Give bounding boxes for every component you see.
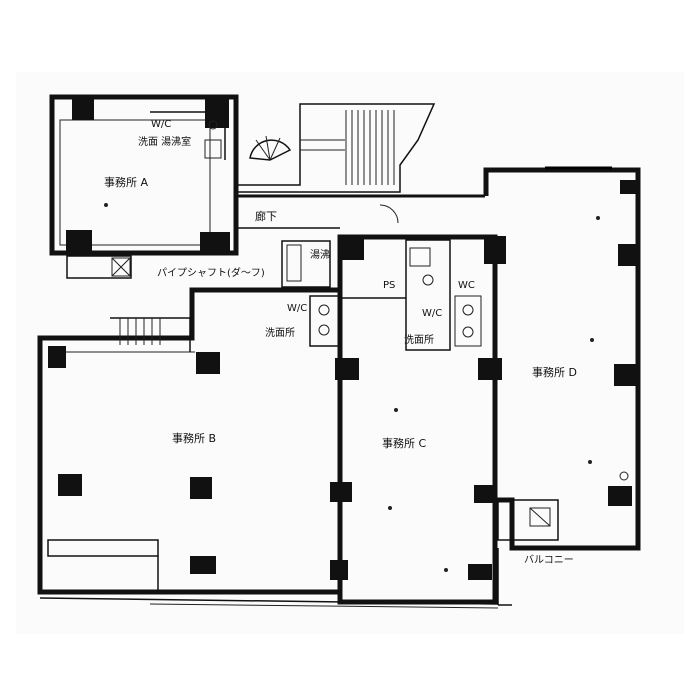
storage-cross: [111, 257, 131, 277]
storage-below-a: [66, 255, 132, 279]
wc-b-label: W/C: [287, 303, 307, 314]
fixture: [204, 139, 222, 159]
kettle-label: 湯沸: [310, 248, 330, 261]
storage-box: [66, 255, 132, 279]
corridor: 廊下: [236, 194, 485, 229]
column: [200, 232, 230, 254]
ps-label: PS: [383, 280, 395, 291]
office-a-walls: [49, 94, 239, 256]
office-b-label: 事務所 B: [172, 431, 216, 445]
pipe-shaft-label: パイプシャフト(ダ〜フ): [157, 266, 265, 279]
marker: [104, 203, 108, 207]
column: [66, 230, 92, 252]
stair-outline: [236, 103, 436, 193]
wash-b-label: 洗面所: [265, 327, 295, 339]
office-d-label: 事務所 D: [532, 365, 577, 379]
office-a-label: 事務所 A: [104, 175, 148, 189]
stair-core: [236, 103, 436, 193]
office-c-walls: [337, 234, 498, 605]
washroom-a-label: 洗面 湯沸室: [138, 135, 191, 148]
office-c-block: PS WC W/C 洗面所 事務所 C: [330, 234, 506, 605]
fixture: [208, 120, 218, 130]
outer-bottom-line: [39, 597, 499, 605]
kettle-room-box: [281, 240, 331, 288]
office-a-inner: [59, 119, 211, 246]
column: [72, 98, 94, 120]
kettle-room: 湯沸: [281, 240, 331, 288]
wc-a-label: W/C: [151, 119, 171, 130]
wash-c-label: 洗面所: [404, 334, 434, 346]
balcony-label: バルコニー: [524, 554, 574, 566]
office-c-label: 事務所 C: [382, 436, 426, 450]
office-a-block: W/C 洗面 湯沸室 事務所 A: [49, 94, 239, 256]
corridor-label: 廊下: [255, 209, 277, 223]
door-swing: [379, 204, 399, 224]
wc-c1-label: WC: [458, 280, 475, 291]
wc-c2-label: W/C: [422, 308, 442, 319]
fan-stair: [249, 139, 292, 161]
stair-treads: [300, 110, 395, 185]
office-d-block: バルコニー 事務所 D: [483, 166, 641, 606]
